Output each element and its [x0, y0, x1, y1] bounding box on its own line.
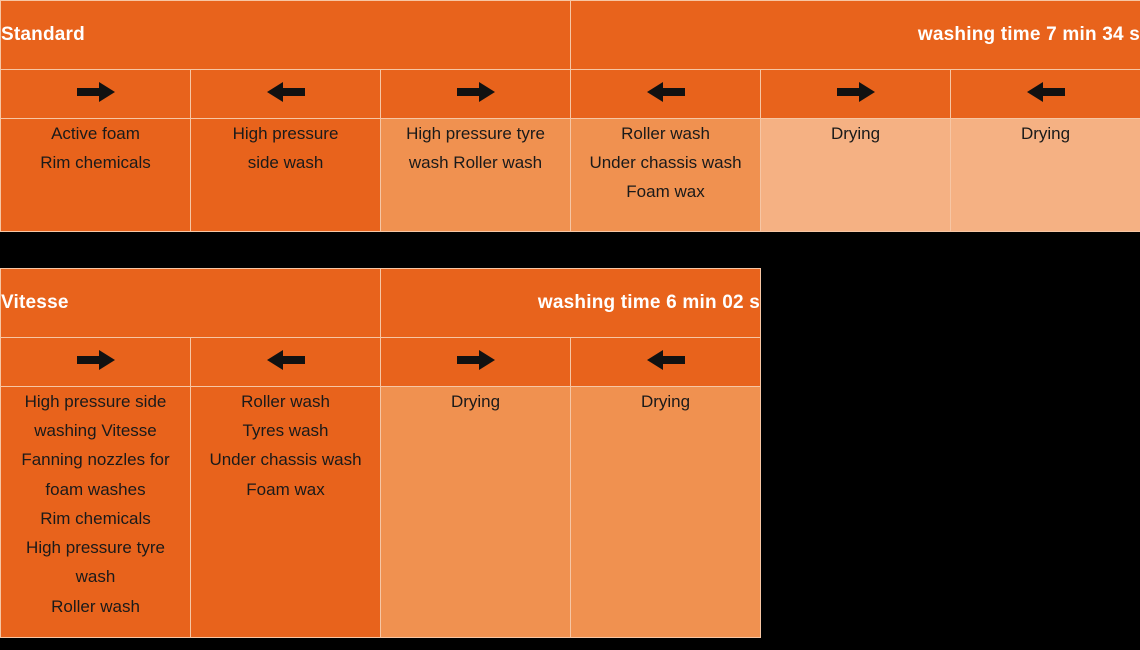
stage-cell-5: Drying — [760, 118, 952, 232]
arrow-right-icon — [835, 81, 877, 103]
stage-line: Roller wash — [241, 392, 330, 411]
program-table-vitesse: Vitesse washing time 6 min 02 s High pre… — [0, 268, 762, 638]
arrow-row — [0, 69, 1140, 119]
direction-cell-5 — [760, 69, 952, 119]
direction-cell-2 — [189, 337, 382, 387]
stage-line: Roller wash — [621, 124, 710, 143]
stage-line: High pressure side — [24, 392, 167, 411]
stage-line: Rim chemicals — [40, 508, 151, 528]
stage-line: Drying — [640, 392, 691, 411]
stage-line: Drying — [1020, 124, 1071, 143]
arrow-right-icon — [75, 349, 117, 371]
stage-line: wash Roller wash — [408, 153, 543, 173]
arrow-left-icon — [265, 81, 307, 103]
stage-line: High pressure tyre — [26, 538, 165, 558]
program-table-standard: Standard washing time 7 min 34 s Active … — [0, 0, 1140, 232]
direction-cell-6 — [950, 69, 1140, 119]
direction-cell-3 — [380, 337, 572, 387]
program-title-standard: Standard — [0, 0, 572, 70]
header-row: Vitesse washing time 6 min 02 s — [0, 268, 762, 338]
stage-cell-3: High pressure tyre wash Roller wash — [379, 118, 572, 232]
arrow-right-icon — [455, 81, 497, 103]
stage-cell-4: Drying — [570, 386, 762, 638]
stage-line: High pressure — [232, 124, 339, 143]
washing-time-vitesse: washing time 6 min 02 s — [380, 268, 762, 338]
stage-line: Under chassis wash — [589, 153, 742, 173]
stage-line: Fanning nozzles for — [21, 450, 170, 470]
arrow-left-icon — [1025, 81, 1067, 103]
direction-cell-1 — [0, 337, 191, 387]
stage-line: High pressure tyre — [406, 124, 545, 143]
stage-cell-2: High pressure side wash — [190, 118, 381, 232]
stage-line: Active foam — [51, 124, 140, 143]
header-row: Standard washing time 7 min 34 s — [0, 0, 1140, 70]
stage-line: Foam wax — [246, 479, 325, 499]
stage-line: Under chassis wash — [209, 450, 362, 470]
stage-line: Drying — [830, 124, 881, 143]
program-title-vitesse: Vitesse — [0, 268, 382, 338]
stage-cell-6: Drying — [950, 118, 1140, 232]
stage-line: washing Vitesse — [34, 421, 157, 441]
stage-line: wash — [75, 567, 116, 587]
arrow-row — [0, 337, 762, 387]
washing-time-standard: washing time 7 min 34 s — [570, 0, 1140, 70]
direction-cell-4 — [570, 69, 762, 119]
direction-cell-1 — [0, 69, 191, 119]
arrow-right-icon — [75, 81, 117, 103]
stage-line: Roller wash — [51, 596, 140, 616]
stage-cell-3: Drying — [380, 386, 572, 638]
arrow-left-icon — [645, 349, 687, 371]
stage-line: side wash — [247, 153, 324, 173]
stage-line: Rim chemicals — [40, 153, 151, 173]
direction-cell-3 — [379, 69, 572, 119]
arrow-left-icon — [645, 81, 687, 103]
direction-cell-2 — [190, 69, 381, 119]
arrow-right-icon — [455, 349, 497, 371]
stage-line: Foam wax — [626, 182, 705, 202]
direction-cell-4 — [570, 337, 762, 387]
stage-line: Tyres wash — [242, 421, 329, 441]
stage-line: foam washes — [45, 479, 146, 499]
arrow-left-icon — [265, 349, 307, 371]
stage-line: Drying — [450, 392, 501, 411]
